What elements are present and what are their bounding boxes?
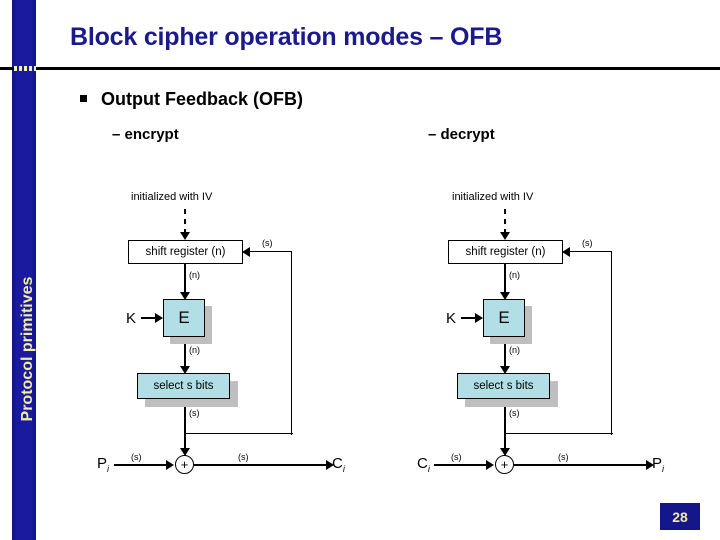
encrypt-feedback-arrowhead (242, 247, 250, 257)
page-number-badge: 28 (660, 503, 700, 530)
header-divider (0, 67, 720, 70)
encrypt-input-term-letter: P (97, 455, 108, 472)
decrypt-input-term-letter: C (417, 455, 428, 472)
decrypt-line-select-to-xor (504, 399, 506, 453)
encrypt-output-term: Ci (332, 455, 345, 474)
encrypt-iv-dashed-line (184, 209, 186, 234)
encrypt-input-width-label: (s) (131, 452, 142, 462)
encrypt-arrow-e-to-select (180, 366, 190, 374)
decrypt-width-label-s-out: (s) (509, 408, 520, 418)
encrypt-feedback-line-top (249, 251, 292, 253)
decrypt-feedback-line-bottom (505, 433, 613, 435)
encrypt-line-input-to-xor (114, 464, 170, 466)
decrypt-line-input-to-xor (434, 464, 490, 466)
decrypt-iv-label: initialized with IV (452, 191, 534, 203)
encrypt-input-term-sub: i (107, 464, 110, 474)
encrypt-heading: – encrypt (112, 126, 179, 143)
decrypt-heading: – decrypt (428, 126, 495, 143)
encrypt-width-label-s-out: (s) (189, 408, 200, 418)
decrypt-output-term: Pi (652, 455, 664, 474)
encrypt-line-select-to-xor (184, 399, 186, 453)
encrypt-line-sr-to-e (184, 264, 186, 295)
encrypt-arrow-input-to-xor (166, 460, 174, 470)
decrypt-arrow-sr-to-e (500, 292, 510, 300)
encrypt-arrow-select-to-xor (180, 448, 190, 456)
decrypt-iv-arrowhead (500, 232, 510, 240)
decrypt-line-key-to-e (461, 317, 477, 319)
decrypt-arrow-key-to-e (475, 313, 483, 323)
decrypt-width-label-n2: (n) (509, 345, 520, 355)
decrypt-key-label: K (446, 310, 457, 327)
bullet-item-label: Output Feedback (OFB) (101, 89, 303, 109)
decrypt-feedback-arrowhead (562, 247, 570, 257)
decrypt-feedback-line-right (611, 251, 613, 435)
decrypt-arrow-xor-to-output (646, 460, 654, 470)
encrypt-xor-operator: + (175, 455, 194, 474)
encrypt-iv-arrowhead (180, 232, 190, 240)
decrypt-shift-register-block: shift register (n) (448, 240, 563, 264)
decrypt-feedback-line-top (569, 251, 612, 253)
encrypt-output-width-label: (s) (238, 452, 249, 462)
encrypt-line-e-to-select (184, 337, 186, 369)
decrypt-arrow-e-to-select (500, 366, 510, 374)
decrypt-select-block: select s bits (457, 373, 550, 399)
decrypt-input-term-sub: i (427, 464, 430, 474)
encrypt-select-block: select s bits (137, 373, 230, 399)
decrypt-input-term: Ci (417, 455, 430, 474)
decrypt-iv-dashed-line (504, 209, 506, 234)
square-bullet-icon (80, 95, 87, 103)
encrypt-arrow-key-to-e (155, 313, 163, 323)
encrypt-output-term-sub: i (342, 464, 345, 474)
decrypt-output-term-letter: P (652, 455, 663, 472)
page-title: Block cipher operation modes – OFB (70, 23, 503, 51)
encrypt-line-xor-to-output (194, 464, 331, 466)
encrypt-iv-label: initialized with IV (131, 191, 213, 203)
encrypt-cipher-block: E (163, 299, 205, 337)
encrypt-feedback-line-bottom (185, 433, 293, 435)
encrypt-feedback-line-right (291, 251, 293, 435)
encrypt-width-label-n1: (n) (189, 270, 200, 280)
decrypt-xor-operator: + (495, 455, 514, 474)
header-divider-dashes (14, 66, 36, 71)
encrypt-line-key-to-e (141, 317, 157, 319)
decrypt-width-label-n1: (n) (509, 270, 520, 280)
sidebar-accent-bar-inner (15, 0, 33, 540)
decrypt-arrow-select-to-xor (500, 448, 510, 456)
decrypt-line-xor-to-output (514, 464, 651, 466)
encrypt-width-label-n2: (n) (189, 345, 200, 355)
decrypt-line-e-to-select (504, 337, 506, 369)
decrypt-feedback-width-label: (s) (582, 238, 593, 248)
decrypt-input-width-label: (s) (451, 452, 462, 462)
decrypt-output-term-sub: i (662, 464, 665, 474)
bullet-item: Output Feedback (OFB) (80, 89, 303, 110)
encrypt-shift-register-block: shift register (n) (128, 240, 243, 264)
encrypt-output-term-letter: C (332, 455, 343, 472)
encrypt-key-label: K (126, 310, 137, 327)
decrypt-line-sr-to-e (504, 264, 506, 295)
decrypt-cipher-block: E (483, 299, 525, 337)
decrypt-output-width-label: (s) (558, 452, 569, 462)
encrypt-input-term: Pi (97, 455, 109, 474)
encrypt-arrow-xor-to-output (326, 460, 334, 470)
encrypt-feedback-width-label: (s) (262, 238, 273, 248)
decrypt-arrow-input-to-xor (486, 460, 494, 470)
encrypt-arrow-sr-to-e (180, 292, 190, 300)
